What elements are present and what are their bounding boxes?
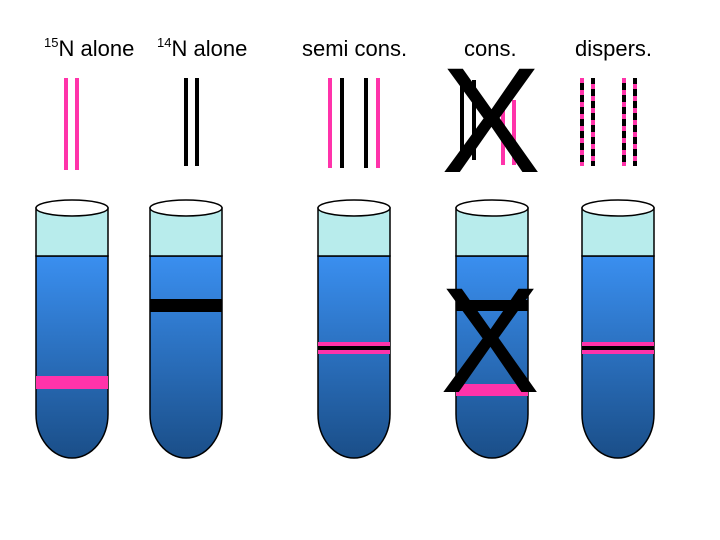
- label-15n-text: N alone: [58, 36, 135, 61]
- label-15n-superscript: 15: [44, 35, 59, 50]
- label-conservative: cons.: [464, 36, 517, 61]
- band-14n-light: [150, 299, 222, 312]
- dna-conservative-strands: [460, 80, 516, 165]
- band-dispersive-hybrid: [582, 342, 654, 354]
- dna-semiconservative-strands: [328, 78, 380, 168]
- dna-14n-strands: [184, 78, 199, 166]
- dna-15n-strands: [64, 78, 79, 170]
- label-semi-conservative: semi cons.: [302, 36, 408, 61]
- tube-15n: [35, 199, 109, 459]
- band-15n-heavy: [36, 376, 108, 389]
- label-dispersive: dispers.: [575, 36, 653, 61]
- label-14n-text: N alone: [171, 36, 248, 61]
- band-conservative-light: [456, 300, 528, 311]
- label-15n-alone: 15N alone: [44, 35, 135, 62]
- band-semiconservative-hybrid: [318, 342, 390, 354]
- cross-mark-strands: X: [441, 36, 541, 204]
- tube-14n: [149, 199, 223, 459]
- tube-dispersive: [581, 199, 655, 459]
- cross-mark-tube: X: [440, 256, 540, 424]
- label-14n-superscript: 14: [157, 35, 172, 50]
- dna-dispersive-strands: [580, 78, 637, 166]
- band-conservative-heavy: [456, 384, 528, 396]
- label-14n-alone: 14N alone: [157, 35, 248, 62]
- tube-semiconservative: [317, 199, 391, 459]
